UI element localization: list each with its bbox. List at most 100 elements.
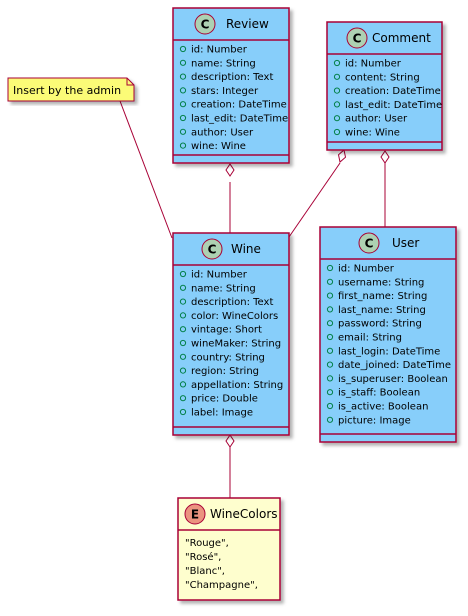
public-visibility-icon xyxy=(326,361,334,368)
class-comment: C Comment id: Number content: String creat… xyxy=(326,21,443,151)
class-attribute: picture: Image xyxy=(338,415,411,426)
public-visibility-icon xyxy=(326,278,334,285)
note-connector xyxy=(119,100,173,239)
class-user: C User id: Number username: String first_n… xyxy=(319,226,457,443)
class-stereotype-icon xyxy=(358,232,380,254)
class-attribute: wineMaker: String xyxy=(191,339,281,350)
comment-wine-aggregation-diamond xyxy=(337,149,347,163)
class-attribute: appellation: String xyxy=(191,380,283,391)
attribute-list: id: Number username: String first_name: St… xyxy=(326,264,451,426)
class-attribute: content: String xyxy=(345,72,420,83)
public-visibility-icon xyxy=(179,312,187,319)
public-visibility-icon xyxy=(179,353,187,360)
enum-value-list: "Rouge", "Rosé", "Blanc", "Champagne", xyxy=(185,538,258,591)
class-attribute: is_staff: Boolean xyxy=(338,388,420,399)
public-visibility-icon xyxy=(179,87,187,94)
enum-title-winecolors: WineColors xyxy=(210,507,278,521)
attribute-list: id: Number name: String description: Text c… xyxy=(179,270,283,419)
enum-value: "Champagne", xyxy=(185,580,258,591)
class-attribute: id: Number xyxy=(345,59,402,70)
class-title-wine: Wine xyxy=(231,242,261,256)
svg-text:C: C xyxy=(353,32,362,46)
class-attribute: last_name: String xyxy=(338,305,426,316)
class-attribute: username: String xyxy=(338,277,424,288)
class-attribute: creation: DateTime xyxy=(191,100,287,111)
public-visibility-icon xyxy=(326,375,334,382)
public-visibility-icon xyxy=(326,333,334,341)
public-visibility-icon xyxy=(326,347,334,354)
public-visibility-icon xyxy=(179,73,187,80)
enum-value: "Blanc", xyxy=(185,566,225,577)
enum-value: "Rosé", xyxy=(185,551,221,563)
class-title-user: User xyxy=(392,236,419,250)
public-visibility-icon xyxy=(179,408,187,416)
public-visibility-icon xyxy=(326,402,334,410)
public-visibility-icon xyxy=(179,59,187,66)
class-attribute: date_joined: DateTime xyxy=(338,360,451,371)
class-attribute: is_active: Boolean xyxy=(338,402,428,413)
class-attribute: description: Text xyxy=(191,72,273,83)
class-attribute: last_login: DateTime xyxy=(338,346,440,357)
public-visibility-icon xyxy=(179,339,187,347)
class-title-review: Review xyxy=(226,17,269,31)
class-stereotype-icon xyxy=(346,27,368,49)
public-visibility-icon xyxy=(179,367,187,374)
class-attribute: description: Text xyxy=(191,297,273,308)
enum-winecolors: E WineColors "Rouge", "Rosé", "Blanc", "Cha… xyxy=(177,497,281,601)
class-attribute: region: String xyxy=(191,366,259,377)
relationships xyxy=(119,100,390,498)
enum-stereotype-icon xyxy=(184,503,206,525)
class-attribute: wine: Wine xyxy=(345,128,400,139)
svg-text:C: C xyxy=(201,18,210,32)
comment-wine-link xyxy=(288,162,341,238)
note-body xyxy=(7,77,135,102)
class-attribute: label: Image xyxy=(191,408,253,419)
class-stereotype-icon xyxy=(201,238,223,260)
public-visibility-icon xyxy=(179,270,187,278)
class-attribute: author: User xyxy=(191,127,254,138)
class-attribute: id: Number xyxy=(191,270,248,281)
class-attribute: vintage: Short xyxy=(191,325,262,336)
public-visibility-icon xyxy=(333,73,341,80)
class-attribute: stars: Integer xyxy=(191,86,259,97)
public-visibility-icon xyxy=(179,114,187,122)
class-attribute: last_edit: DateTime xyxy=(345,100,442,111)
enum-value: "Rouge", xyxy=(185,538,229,549)
class-attribute: first_name: String xyxy=(338,291,427,302)
class-attribute: country: String xyxy=(191,352,265,363)
svg-text:E: E xyxy=(191,508,199,522)
class-wine: C Wine id: Number name: String description… xyxy=(172,232,290,436)
review-wine-aggregation-diamond xyxy=(225,163,235,177)
class-attribute: name: String xyxy=(191,283,256,294)
public-visibility-icon xyxy=(179,142,187,149)
class-attribute: password: String xyxy=(338,319,422,330)
class-attribute: last_edit: DateTime xyxy=(191,114,288,125)
public-visibility-icon xyxy=(326,320,334,327)
public-visibility-icon xyxy=(333,87,341,94)
public-visibility-icon xyxy=(179,381,187,388)
comment-user-aggregation-diamond xyxy=(380,150,390,164)
class-attribute: price: Double xyxy=(191,394,258,405)
class-stereotype-icon xyxy=(194,13,216,35)
public-visibility-icon xyxy=(326,416,334,423)
public-visibility-icon xyxy=(333,59,341,67)
public-visibility-icon xyxy=(179,128,187,135)
class-title-comment: Comment xyxy=(372,31,431,45)
class-attribute: email: String xyxy=(338,333,402,344)
note-text: Insert by the admin xyxy=(13,84,121,97)
wine-winecolors-aggregation-diamond xyxy=(225,434,235,448)
public-visibility-icon xyxy=(179,284,187,291)
public-visibility-icon xyxy=(326,389,334,396)
public-visibility-icon xyxy=(179,298,187,305)
class-attribute: color: WineColors xyxy=(191,311,278,322)
class-attribute: creation: DateTime xyxy=(345,86,441,97)
class-attribute: wine: Wine xyxy=(191,141,246,152)
svg-text:C: C xyxy=(365,237,374,251)
class-attribute: author: User xyxy=(345,114,408,125)
svg-text:C: C xyxy=(208,243,217,257)
class-attribute: name: String xyxy=(191,58,256,69)
class-attribute: id: Number xyxy=(338,264,395,275)
